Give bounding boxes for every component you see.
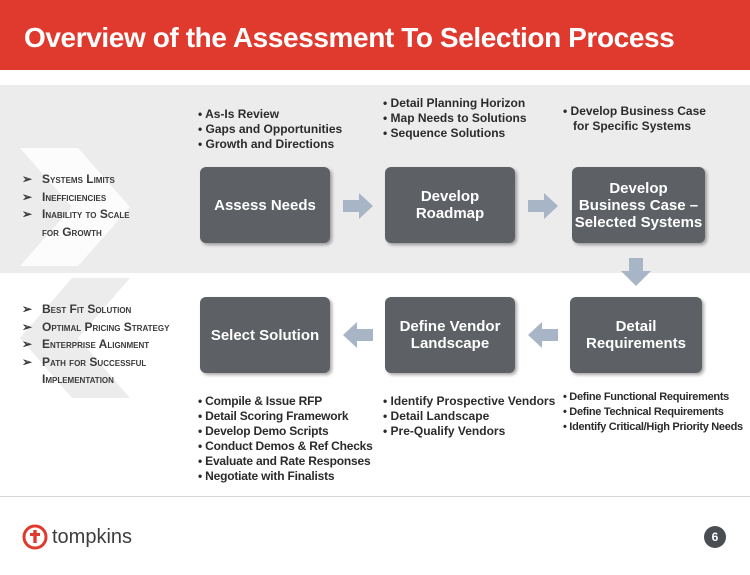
step-assess-needs: Assess Needs	[200, 167, 330, 243]
tompkins-logo: tompkins	[22, 524, 132, 550]
step-define-vendor-landscape: Define Vendor Landscape	[385, 297, 515, 373]
step-develop-roadmap: Develop Roadmap	[385, 167, 515, 243]
flow-arrow-right-icon	[528, 193, 558, 219]
page-title: Overview of the Assessment To Selection …	[24, 22, 675, 53]
background-left-arrow-icon	[20, 278, 130, 398]
page-number-badge: 6	[704, 526, 726, 548]
notes-develop-roadmap: • Detail Planning Horizon• Map Needs to …	[383, 96, 527, 140]
notes-vendor-landscape: • Identify Prospective Vendors• Detail L…	[383, 394, 556, 438]
step-select-solution: Select Solution	[200, 297, 330, 373]
footer-divider	[0, 496, 750, 497]
flow-arrow-down-icon	[621, 258, 651, 286]
notes-detail-requirements: • Define Functional Requirements• Define…	[563, 391, 743, 433]
logo-text: tompkins	[52, 525, 133, 548]
background-right-arrow-icon	[20, 148, 130, 266]
notes-assess-needs: • As-Is Review• Gaps and Opportunities• …	[198, 107, 343, 151]
header-bar	[0, 0, 750, 70]
notes-select-solution: • Compile & Issue RFP• Detail Scoring Fr…	[198, 394, 373, 483]
outcomes-list: ➢Best Fit Solution ➢Optimal Pricing Stra…	[22, 302, 170, 386]
step-detail-requirements: Detail Requirements	[570, 297, 702, 373]
flow-arrow-right-icon	[343, 193, 373, 219]
logo-mark-icon	[22, 524, 48, 550]
notes-business-case: • Develop Business Case for Specific Sys…	[563, 104, 706, 133]
flow-arrow-left-icon	[528, 322, 558, 348]
step-develop-business-case: Develop Business Case – Selected Systems	[572, 167, 705, 243]
flow-arrow-left-icon	[343, 322, 373, 348]
current-issues-list: ➢Systems Limits ➢Inefficiencies ➢Inabili…	[22, 172, 130, 239]
